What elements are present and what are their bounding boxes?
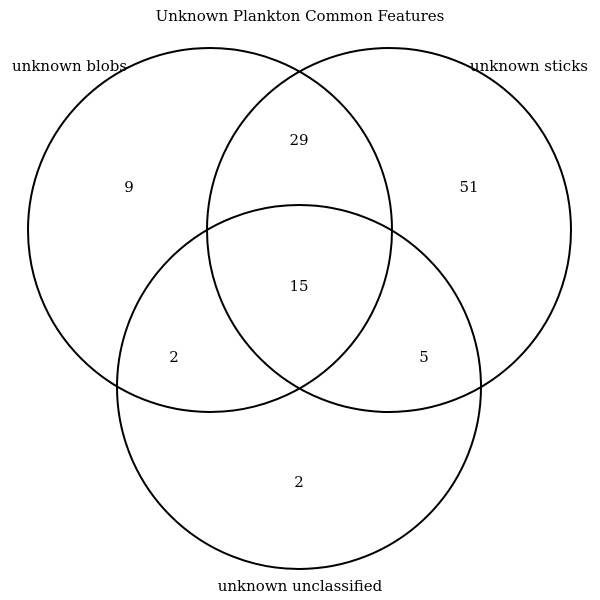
sticks-set-label: unknown sticks: [470, 57, 588, 75]
sticks-circle: [206, 47, 572, 413]
sticks-only-count: 51: [459, 178, 478, 196]
all-three-count: 15: [289, 277, 308, 295]
blobs-sticks-count: 29: [289, 131, 308, 149]
blobs-set-label: unknown blobs: [12, 57, 127, 75]
sticks-unclassified-count: 5: [419, 348, 429, 366]
blobs-circle: [27, 47, 393, 413]
unclassified-circle: [116, 204, 482, 570]
blobs-unclassified-count: 2: [169, 348, 179, 366]
unclassified-only-count: 2: [294, 473, 304, 491]
diagram-title: Unknown Plankton Common Features: [156, 7, 445, 25]
blobs-only-count: 9: [124, 178, 134, 196]
unclassified-set-label: unknown unclassified: [218, 577, 383, 595]
